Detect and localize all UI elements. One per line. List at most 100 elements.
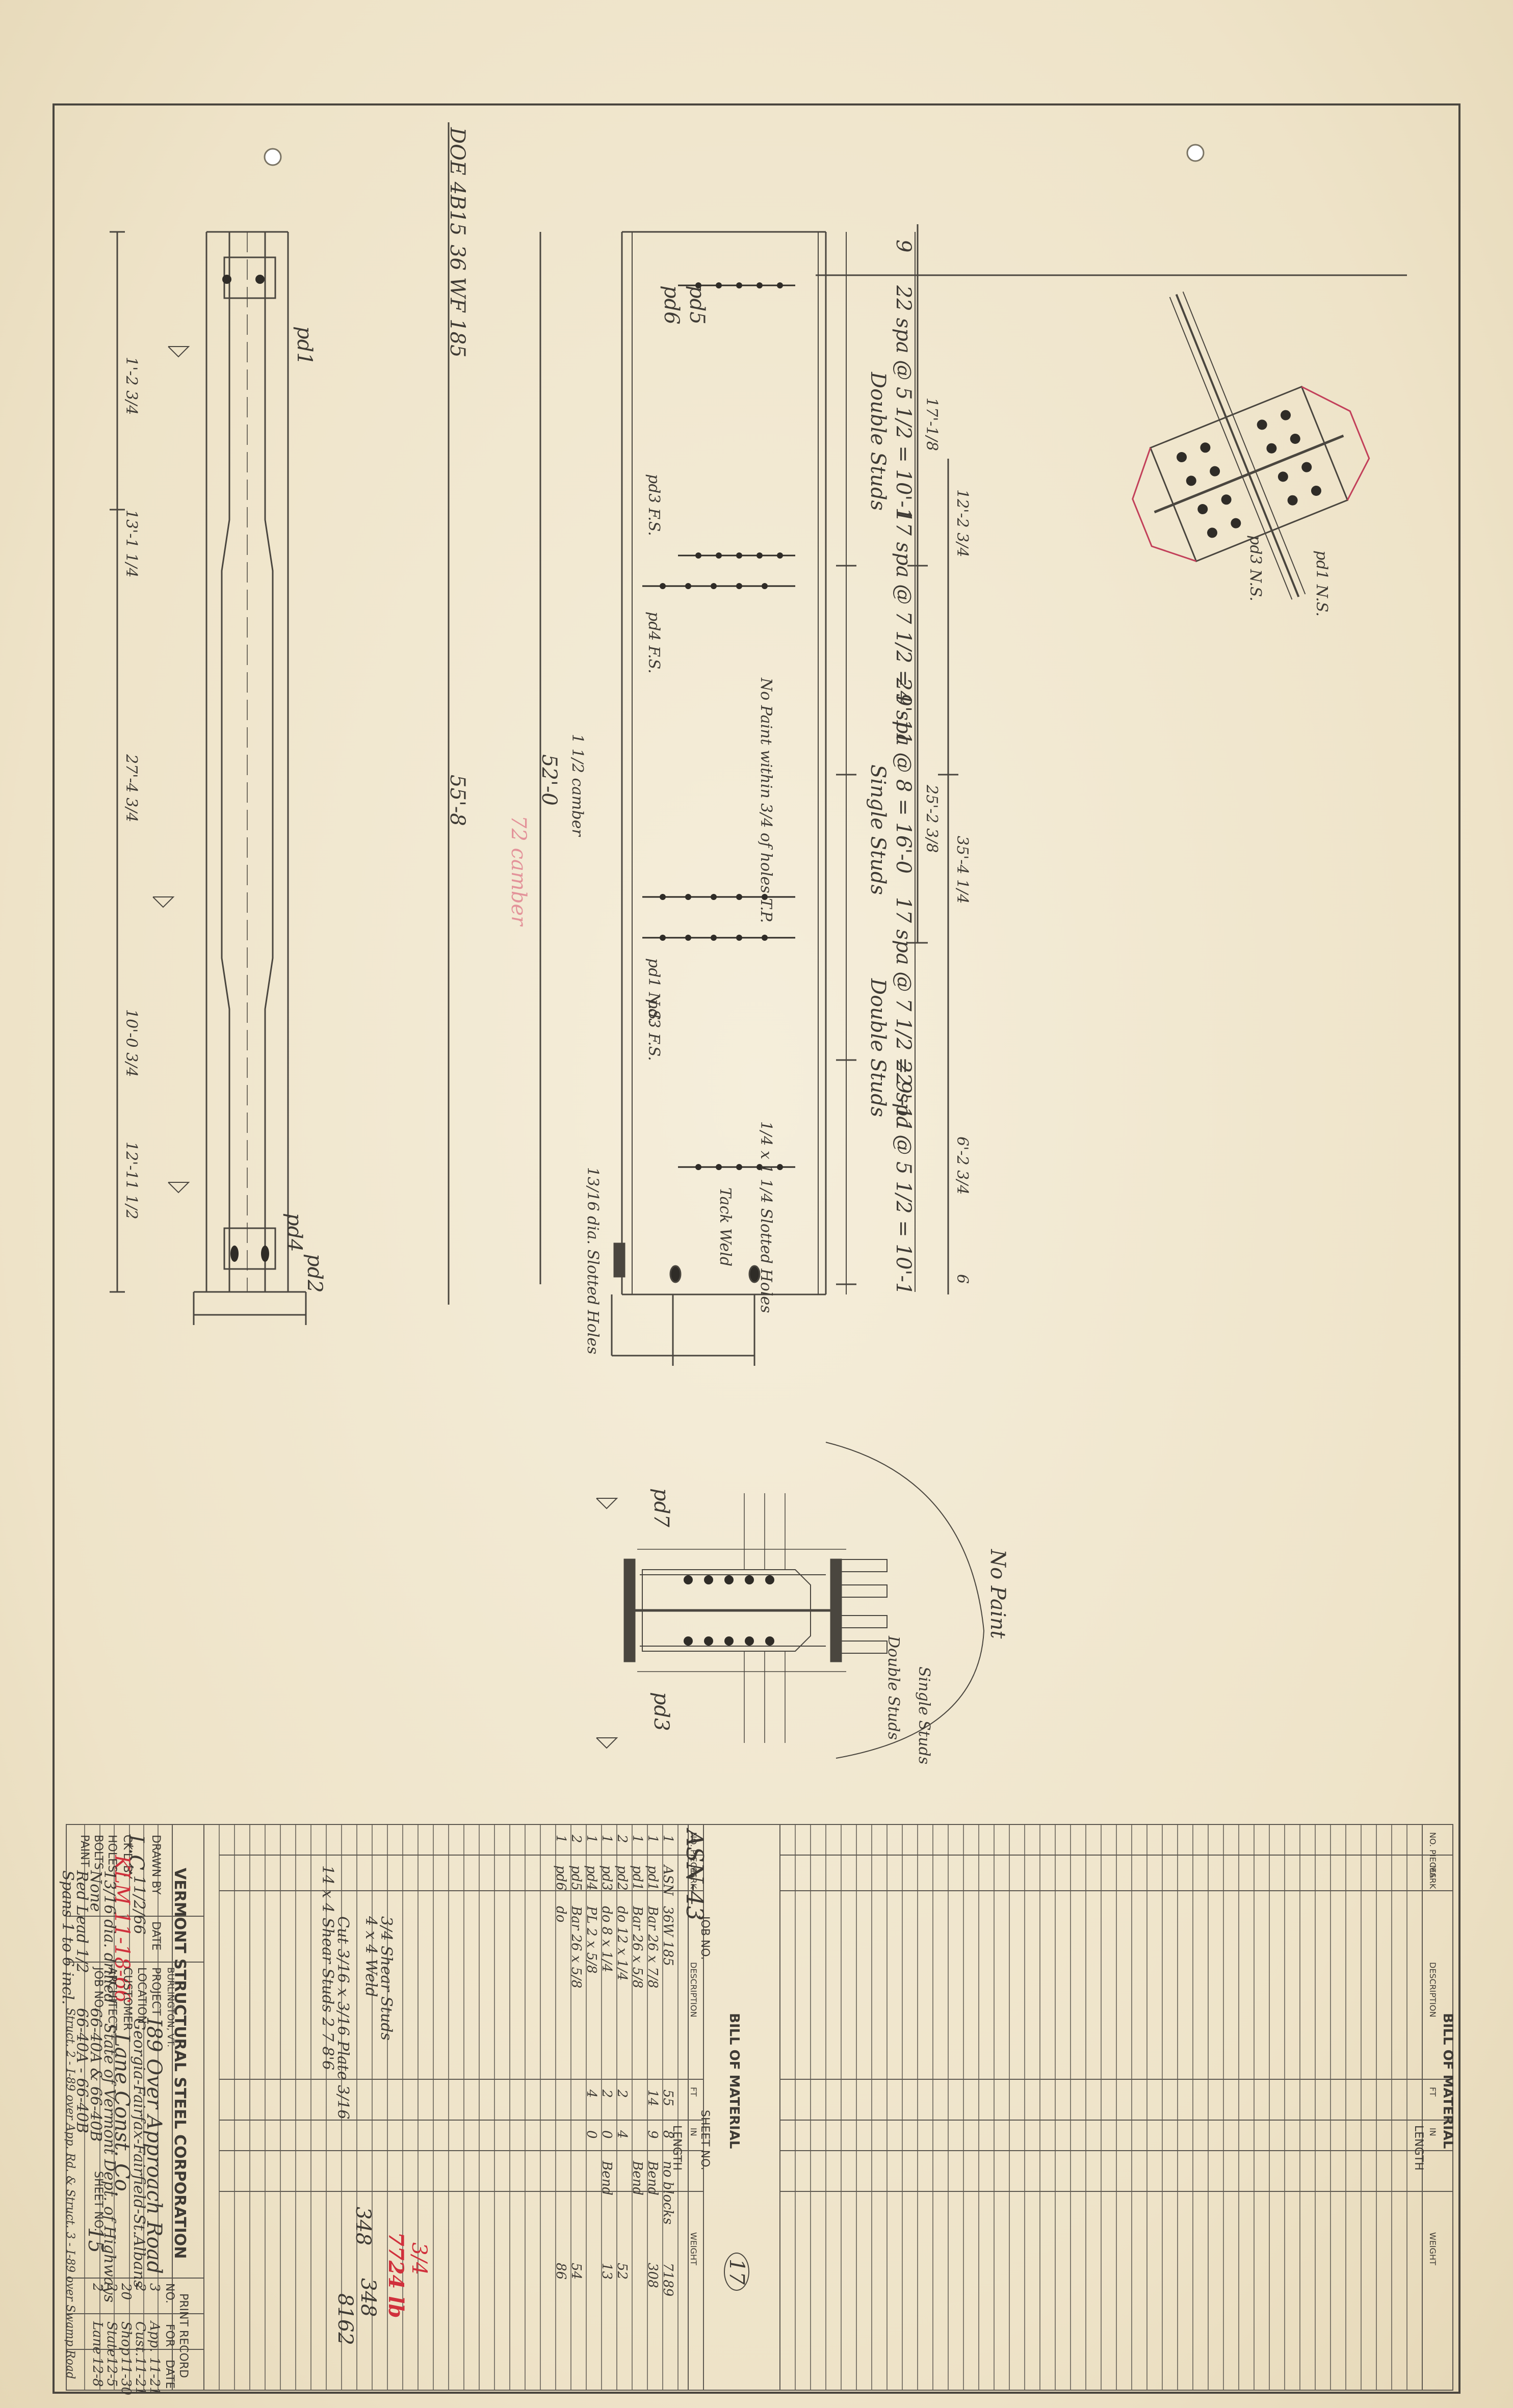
note-tack-weld: Tack Weld: [716, 1187, 734, 1267]
print-row-2-col-2: Cust.: [133, 2321, 148, 2357]
print-row-3-col-3: 11-30: [118, 2357, 134, 2395]
print-row-3-col-2: Shop: [118, 2321, 134, 2356]
project-label: PROJECT: [149, 1967, 162, 2016]
stud-zone-3-type: Single Studs: [866, 764, 890, 895]
bom-left-row-8-mark: pd6: [553, 1865, 568, 1891]
print-row-1-col-1: 3: [147, 2283, 162, 2292]
stud-zone-4-type: Double Studs: [866, 978, 890, 1118]
print-row-5-col-1: 2: [90, 2283, 105, 2292]
bom-right-title: BILL OF MATERIAL: [1440, 2013, 1455, 2149]
bom-left-row-6-mark: pd4: [584, 1865, 599, 1891]
bom-right-header-description: DESCRIPTION: [1428, 1962, 1438, 2018]
bom-left-row-8-desc: do: [553, 1906, 568, 1923]
dim-top-1: 17'-1/8: [923, 398, 941, 451]
bom-extra-line-2: 4 x 4 Weld: [362, 1916, 380, 1997]
bom-left-row-2-qty: 1: [645, 1835, 660, 1843]
print-row-1-col-2: App.: [147, 2321, 162, 2352]
note-slotted-holes-1: 13/16 dia. Slotted Holes: [584, 1167, 602, 1355]
bom-left-job-no-label: JOB NO.: [698, 1916, 711, 1960]
beam-mark-top: DOE 4B15: [446, 127, 469, 236]
bom-left-title: BILL OF MATERIAL: [726, 2013, 742, 2149]
bom-right-header-weight: WEIGHT: [1428, 2232, 1438, 2265]
bom-left-row-2-ft: 14: [645, 2089, 660, 2107]
note-no-paint: No Paint: [986, 1549, 1009, 1639]
bom-left-row-1-mark: ASN: [660, 1865, 675, 1896]
customer-label: CUSTOMER: [121, 1967, 134, 2031]
bom-left-row-3-desc: Bar 26 x 5/8: [630, 1906, 645, 1989]
company-name: VERMONT STRUCTURAL STEEL CORPORATION: [171, 1868, 189, 2259]
bom-total-2: 348: [351, 2207, 375, 2246]
bom-right-header-ft: FT: [1428, 2087, 1438, 2097]
dim-flange-4: 10'-0 3/4: [122, 1009, 140, 1077]
bom-left-row-4-qty: 2: [614, 1835, 630, 1843]
bom-left-row-5-qty: 1: [599, 1835, 614, 1843]
mark-pd2: pd2: [303, 1254, 326, 1293]
print-row-2-col-1: 2: [133, 2283, 148, 2292]
mark-pd3-fs: pd3 F.S.: [645, 474, 663, 536]
job-no-label: JOB NO.: [92, 1967, 105, 2011]
bom-left-row-2-desc: Bar 26 x 7/8: [645, 1906, 660, 1989]
bom-left-row-3-mark: pd1: [630, 1865, 645, 1891]
bom-left-row-6-desc: PL 2 x 5/8: [584, 1906, 599, 1974]
bom-right-header-in: IN: [1428, 2128, 1438, 2136]
print-header-date: DATE: [163, 2360, 176, 2389]
bom-left-row-3-qty: 1: [630, 1835, 645, 1843]
dim-top-5: 6'-2 3/4: [953, 1136, 971, 1195]
bom-left-row-4-weight: 52: [614, 2263, 630, 2280]
stud-zone-1-spacing: 22 spa @ 5 1/2 = 10'-1: [892, 285, 915, 521]
bom-left-row-5-in: 0: [599, 2130, 614, 2139]
overall-length: 55'-8: [446, 775, 469, 826]
bom-total-3: 7724 lb: [384, 2232, 408, 2318]
mark-pd3-ns: pd3 N.S.: [1246, 535, 1264, 601]
bom-left-row-7-mark: pd5: [568, 1865, 584, 1891]
note-no-paint-holes: No Paint within 3/4 of holes T.P.: [757, 678, 775, 923]
bom-left-row-6-in: 0: [584, 2130, 599, 2139]
note-slotted-holes-2: 1/4 x 1 1/4 Slotted Holes: [757, 1121, 775, 1313]
bom-left-header-ft: FT: [689, 2087, 698, 2097]
mark-pd1: pd1: [293, 326, 316, 365]
mark-pd3-fs-2: pd3 F.S.: [645, 999, 663, 1061]
dim-flange-3: 13'-1 1/4: [122, 510, 140, 578]
bom-left-row-5-mark: pd3: [599, 1865, 614, 1891]
bom-left-row-5-ft: 2: [599, 2089, 614, 2098]
bom-total-4: 348: [356, 2278, 380, 2317]
bom-left-row-2-mark: pd1: [645, 1865, 660, 1891]
note-label-1: HOLES: [106, 1835, 118, 1872]
drawn-by-label: DRAWN BY: [149, 1835, 162, 1895]
bom-left-row-3-note: Bend: [630, 2161, 645, 2195]
print-header-no: NO.: [163, 2283, 176, 2304]
mark-pd6: pd6: [660, 285, 683, 325]
stud-zone-3-label: 24 spa @ 8 = 16'-0: [892, 678, 915, 874]
sheet-no: 15: [84, 2227, 107, 2253]
bom-left-row-6-qty: 1: [584, 1835, 599, 1843]
bom-extra-line-3: Cut 3/16 x 3/16 Plate 3/16: [334, 1916, 352, 2120]
bom-left-header-weight: WEIGHT: [689, 2232, 698, 2265]
print-row-5-col-2: Lane: [90, 2321, 105, 2354]
bom-left-row-5-weight: 13: [599, 2263, 614, 2280]
bom-left-header-description: DESCRIPTION: [689, 1962, 698, 2018]
print-record-label: PRINT RECORD: [177, 2293, 190, 2378]
date-label: DATE: [149, 1921, 162, 1951]
beam-section: 36 WF 185: [446, 245, 469, 358]
bom-total-5: 8162: [333, 2293, 357, 2345]
bom-left-row-7-desc: Bar 26 x 5/8: [568, 1906, 584, 1989]
bom-left-row-1-ft: 55: [660, 2089, 675, 2107]
bom-left-row-2-note: Bend: [645, 2161, 660, 2195]
bom-left-row-1-qty: 1: [660, 1835, 675, 1843]
bom-left-row-4-desc: do 12 x 1/4: [614, 1906, 630, 1981]
bom-total-1: 3/4: [407, 2242, 431, 2275]
bom-left-row-2-in: 9: [645, 2130, 660, 2139]
company-city: BURLINGTON, VT.: [165, 1967, 176, 2048]
mark-pd4: pd4: [282, 1213, 306, 1252]
bom-left-row-8-weight: 86: [553, 2263, 568, 2280]
bom-right-length-header: LENGTH: [1412, 2125, 1425, 2171]
dim-top-2: 12'-2 3/4: [953, 489, 971, 558]
architect-label: ARCHITECT: [106, 1967, 118, 2030]
bom-left-length-header: LENGTH: [670, 2125, 683, 2171]
mark-pd5: pd5: [685, 285, 709, 325]
print-row-3-col-1: 20: [118, 2283, 134, 2300]
print-row-2-col-3: 11-21: [133, 2357, 148, 2395]
bom-left-row-5-desc: do 8 x 1/4: [599, 1906, 614, 1973]
bom-left-row-1-desc: 36W 185: [660, 1906, 675, 1966]
